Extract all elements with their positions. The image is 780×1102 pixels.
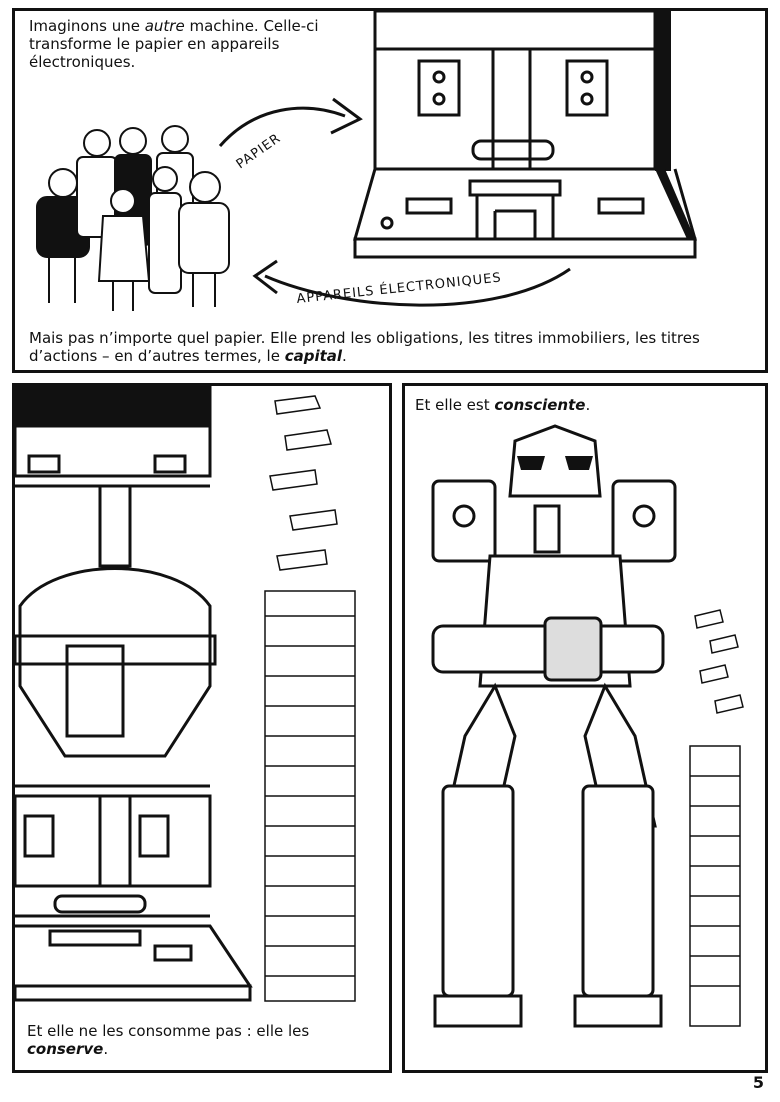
caption-consciente: Et elle est consciente. <box>415 396 591 414</box>
caption-machine-intro: Imaginons une autre machine. Celle-ci tr… <box>29 17 319 71</box>
flying-paper-sheets <box>269 395 338 571</box>
panel-paper-stack: Et elle ne les consomme pas : elle les c… <box>12 383 392 1073</box>
robot-illustration <box>431 424 744 1028</box>
page-number: 5 <box>752 1073 764 1092</box>
caption-capital: Mais pas n’importe quel papier. Elle pre… <box>29 329 700 365</box>
machine-column-and-paper-stack-illustration <box>15 386 356 1002</box>
robot-paper-stack <box>689 609 744 1027</box>
paper-stack <box>264 590 356 1002</box>
machine-and-crowd-illustration: PAPIER APPAREILS ÉLECTRONIQUES <box>36 11 697 311</box>
arrow-in-label: PAPIER <box>234 131 284 172</box>
panel-robot: Et elle est consciente. <box>402 383 768 1073</box>
panel-machine-intro: PAPIER APPAREILS ÉLECTRONIQUES Imaginons… <box>12 8 768 373</box>
crowd-illustration <box>36 125 230 311</box>
caption-conserve: Et elle ne les consomme pas : elle les c… <box>27 1022 310 1058</box>
